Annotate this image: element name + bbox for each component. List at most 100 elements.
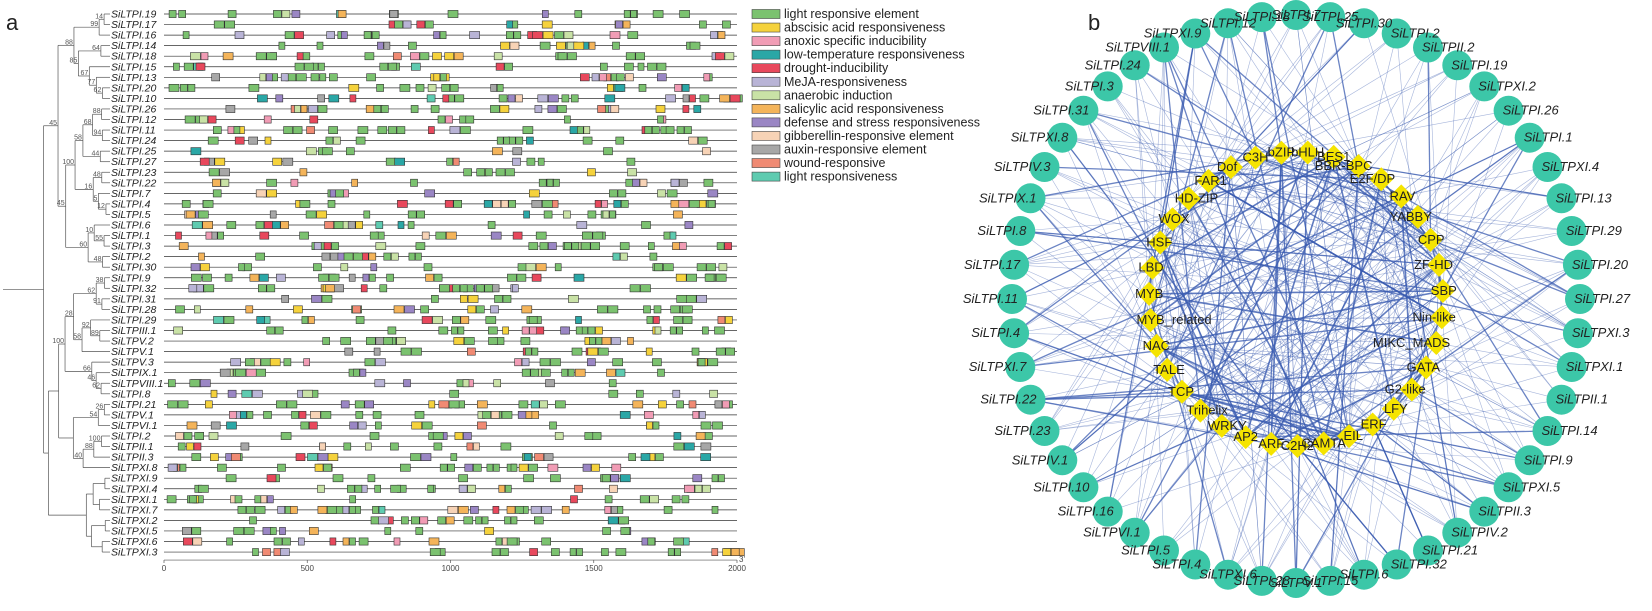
cis-element-box [340, 400, 350, 409]
tf-node-label: AP2 [1233, 429, 1258, 444]
cis-element-box [296, 52, 304, 61]
network-edge [1281, 65, 1458, 153]
cis-element-box [576, 126, 584, 134]
cis-element-box [712, 421, 723, 430]
cis-element-box [266, 326, 276, 335]
cis-element-box [426, 94, 436, 103]
network-edge [1295, 152, 1309, 584]
cis-element-box [274, 326, 284, 335]
network-edge [1020, 218, 1173, 232]
cis-element-box [458, 484, 468, 493]
gene-label: SiLTPI.15 [111, 61, 156, 73]
cis-element-box [241, 389, 253, 398]
tf-node [1169, 379, 1194, 404]
phylogenetic-tree: 1499646277678588889468445848125161005510… [3, 13, 110, 553]
ltp-node-label: SiLTPII.2 [1422, 40, 1475, 55]
cis-element-box [246, 505, 255, 514]
cis-element-box [654, 263, 663, 272]
gene-label: SiLTPI.31 [111, 293, 156, 305]
cis-element-box [459, 294, 468, 303]
cis-element-box [686, 273, 698, 282]
tf-node-label: MIKC_MADS [1373, 335, 1451, 350]
cis-element-box [189, 495, 197, 504]
tf-node [1405, 204, 1430, 229]
cis-element-box [387, 326, 397, 335]
cis-element-box [472, 463, 482, 472]
network-edge [1149, 230, 1572, 295]
gene-label: SiLTPI.9 [111, 272, 151, 284]
bootstrap-value: 38 [96, 277, 104, 284]
network-edge [1188, 198, 1223, 426]
cis-element-box [619, 474, 631, 483]
network-edge [1151, 156, 1335, 269]
cis-element-box [349, 495, 357, 504]
tf-node-label: Dof [1217, 159, 1238, 174]
gene-label: SiLTPI.23 [111, 167, 156, 179]
network-edge [1062, 264, 1440, 461]
cis-element-box [213, 126, 222, 134]
cis-element-box [308, 421, 318, 430]
cis-element-box [699, 20, 707, 29]
cis-element-box [255, 252, 265, 261]
network-edge [1172, 218, 1548, 432]
cis-element-box [691, 347, 700, 356]
cis-element-box [178, 242, 189, 250]
bootstrap-value: 46 [87, 375, 95, 382]
tf-node-label: Nin-like [1413, 309, 1456, 324]
ltp-node [997, 284, 1027, 314]
cis-element-box [414, 410, 425, 419]
cis-element-box [575, 326, 583, 335]
cis-element-box [328, 94, 340, 103]
network-edge [1134, 180, 1209, 533]
tf-node-label: WOX [1159, 211, 1190, 226]
cis-element-box [278, 41, 286, 50]
cis-element-box [679, 10, 690, 18]
cis-element-box [587, 358, 596, 367]
gene-label: SiLTPI.22 [111, 177, 156, 189]
cis-element-box [556, 41, 566, 50]
cis-element-box [185, 210, 196, 219]
cis-element-box [673, 432, 682, 440]
legend-swatch [751, 104, 781, 114]
cis-element-box [368, 252, 377, 261]
cis-element-box [423, 263, 433, 272]
tf-node-label: EIL [1343, 428, 1363, 443]
cis-element-box [654, 326, 662, 335]
ltp-node-label: SiLTPXI.3 [1572, 325, 1630, 340]
network-edge [1393, 342, 1437, 410]
network-edge [1134, 65, 1151, 321]
network-edge [1425, 367, 1548, 432]
network-edge [1200, 156, 1335, 411]
cis-element-box [319, 73, 327, 82]
cis-element-box [198, 484, 209, 493]
cis-element-box [592, 231, 604, 240]
tf-node-label: RAV [1390, 188, 1416, 203]
ltp-node-label: SiLTPII.3 [1478, 504, 1531, 519]
cis-element-box [711, 505, 719, 514]
network-edge [1083, 110, 1272, 445]
gene-label: SiLTPI.12 [111, 114, 156, 126]
ltp-node-label: SiLTPIV.1 [1012, 452, 1069, 467]
tf-node [1346, 153, 1371, 178]
cis-element-box [657, 368, 665, 377]
gene-label: SiLTPI.16 [111, 30, 156, 42]
network-edge [1200, 165, 1359, 411]
cis-element-box [525, 263, 537, 272]
cis-element-box [349, 537, 356, 546]
network-edge [1333, 156, 1572, 368]
network-edge [1380, 178, 1431, 241]
cis-element-box [309, 115, 319, 124]
cis-element-box [451, 326, 458, 335]
cis-element-box [410, 178, 418, 187]
cis-element-box [396, 337, 406, 345]
network-edge [1430, 86, 1485, 240]
tf-node [1311, 431, 1336, 456]
cis-element-box [707, 358, 719, 367]
network-edge [1044, 166, 1382, 180]
cis-element-box [530, 505, 542, 514]
cis-element-box [673, 537, 684, 546]
network-edge [1393, 408, 1458, 533]
cis-element-box [234, 136, 245, 145]
network-edge [1030, 366, 1427, 401]
